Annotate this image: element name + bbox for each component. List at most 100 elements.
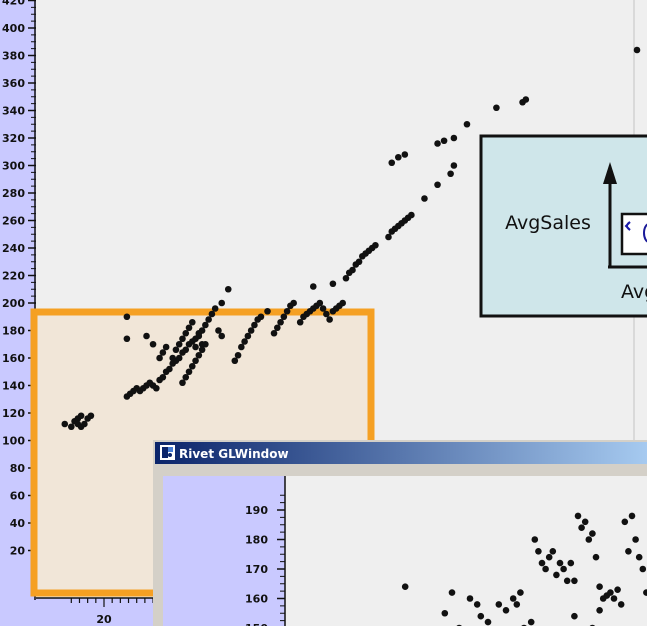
sub-data-point <box>553 571 560 579</box>
sub-data-point <box>610 595 618 602</box>
main-data-point <box>159 349 167 356</box>
main-data-point <box>408 211 415 219</box>
main-data-point <box>175 354 183 362</box>
sub-data-point <box>581 518 589 526</box>
main-data-point <box>198 346 206 354</box>
main-y-tick-label: 340 <box>2 105 25 118</box>
main-data-point <box>421 195 428 202</box>
main-data-point <box>264 307 271 315</box>
sub-data-point <box>563 577 571 585</box>
main-data-point <box>316 299 324 307</box>
main-data-point <box>188 318 196 326</box>
sub-data-point <box>621 518 629 526</box>
sub-y-tick-label: 190 <box>245 504 268 517</box>
main-scatter-points <box>61 46 641 431</box>
sub-data-point <box>484 618 492 626</box>
main-y-tick-label: 280 <box>2 187 25 200</box>
main-data-point <box>231 357 239 365</box>
rivet-glwindow[interactable]: Rivet GLWindow 190180170160150 <box>153 440 647 626</box>
sub-data-point <box>585 536 593 543</box>
sub-data-point <box>502 607 510 614</box>
main-y-axis-panel <box>0 0 36 626</box>
subwindow-title: Rivet GLWindow <box>179 447 289 461</box>
sub-data-point <box>632 536 639 543</box>
sub-data-point <box>477 612 485 620</box>
main-data-point <box>218 299 226 307</box>
main-y-tick-label: 220 <box>2 270 25 283</box>
main-data-point <box>169 354 176 362</box>
main-y-tick-label: 200 <box>2 297 25 310</box>
main-data-point <box>319 305 327 312</box>
main-data-point <box>385 233 392 241</box>
main-data-point <box>349 266 356 274</box>
main-data-point <box>208 310 216 318</box>
main-data-point <box>280 313 288 321</box>
main-data-point <box>195 351 203 359</box>
sub-y-tick-label: 160 <box>245 593 268 606</box>
sub-data-point <box>596 583 603 590</box>
main-data-point <box>68 423 75 431</box>
main-data-point <box>244 332 252 340</box>
main-data-point <box>172 346 180 354</box>
main-data-point <box>188 362 196 370</box>
main-y-tick-label: 260 <box>2 215 25 228</box>
main-y-tick-label: 360 <box>2 77 25 90</box>
main-data-point <box>450 162 458 169</box>
main-data-point <box>182 373 190 381</box>
main-data-point <box>329 280 337 288</box>
sub-data-point <box>535 548 542 555</box>
main-data-point <box>202 321 209 329</box>
main-data-point <box>450 134 458 142</box>
main-data-point <box>162 343 170 351</box>
main-y-tick-label: 100 <box>2 435 25 448</box>
main-data-point <box>192 357 199 365</box>
legend-x-label: Avg <box>621 281 647 303</box>
main-data-point <box>388 159 396 167</box>
main-data-point <box>326 316 333 323</box>
main-data-point <box>257 313 265 321</box>
main-y-tick-label: 140 <box>2 380 25 393</box>
main-y-tick-label: 380 <box>2 50 25 63</box>
main-data-point <box>182 346 190 354</box>
main-y-tick-label: 400 <box>2 22 25 35</box>
main-data-point <box>195 332 203 340</box>
main-y-tick-label: 60 <box>10 490 26 503</box>
main-data-point <box>251 321 258 329</box>
sub-data-point <box>542 565 549 573</box>
main-data-point <box>179 379 186 387</box>
main-data-point <box>185 324 193 332</box>
sub-data-point <box>578 524 585 531</box>
main-data-point <box>342 274 350 282</box>
subwindow-titlebar[interactable] <box>155 442 647 464</box>
sub-data-point <box>549 548 557 555</box>
sub-data-point <box>567 559 575 567</box>
main-x-tick-label: 20 <box>96 613 112 626</box>
sub-data-point <box>607 589 614 596</box>
main-y-tick-label: 120 <box>2 407 25 420</box>
main-y-tick-label: 300 <box>2 160 25 173</box>
main-y-tick-label: 80 <box>10 462 26 475</box>
main-data-point <box>247 327 255 334</box>
sub-data-point <box>531 536 539 543</box>
sub-data-point <box>513 601 521 608</box>
main-data-point <box>447 170 454 178</box>
main-y-tick-label: 40 <box>10 517 26 530</box>
main-data-point <box>87 412 95 420</box>
sub-data-point <box>473 601 481 608</box>
main-data-point <box>175 340 183 348</box>
bar-chart-icon <box>620 212 647 256</box>
sub-data-point <box>527 618 535 626</box>
rivet-app-icon <box>160 445 175 460</box>
main-data-point <box>166 365 173 373</box>
main-data-point <box>149 340 157 348</box>
main-data-point <box>440 137 448 145</box>
main-data-point <box>401 151 409 158</box>
main-data-point <box>372 241 379 249</box>
main-data-point <box>277 318 284 326</box>
sub-data-point <box>639 565 647 573</box>
sub-data-point <box>614 586 621 593</box>
main-y-tick-label: 420 <box>2 0 25 8</box>
main-data-point <box>395 153 402 161</box>
main-data-point <box>77 412 85 420</box>
